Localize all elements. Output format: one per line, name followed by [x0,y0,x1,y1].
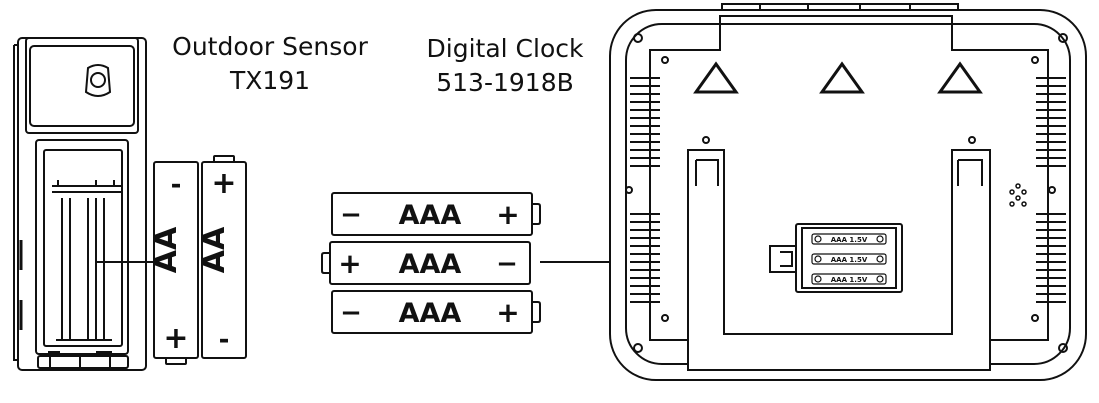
sensor-title: Outdoor Sensor [172,32,368,61]
battery-type-label: AA [149,226,184,273]
screw-icon [625,33,1068,353]
clock-model: 513-1918B [436,68,574,97]
warning-triangle-icon [693,61,739,94]
battery-positive-terminal-label: + [338,247,361,280]
vent-slots-left [630,77,660,303]
outdoor-sensor-device [13,37,154,371]
battery-positive-terminal-label: + [163,321,188,356]
battery-type-label: AAA [399,249,462,280]
battery-negative-terminal-label: − [496,249,518,279]
digital-clock-device: AAA 1.5V AAA 1.5V AAA 1.5V [609,3,1087,381]
speaker-holes-icon [1009,183,1027,207]
warning-triangle-icon [819,61,865,94]
battery-type-label: AA [197,226,232,273]
aaa-battery: − AAA + [331,290,541,334]
hanging-hole-icon [84,64,112,97]
battery-negative-terminal-label: - [171,170,182,200]
battery-negative-terminal-label: - [219,325,230,355]
aaa-battery: − AAA + [331,192,541,236]
battery-positive-terminal-label: + [496,296,519,329]
battery-positive-terminal-label: + [496,198,519,231]
vent-slots-right [1036,77,1066,303]
aa-battery: + AA - [197,155,247,359]
battery-positive-terminal-label: + [211,166,236,201]
compartment-label: AAA 1.5V [831,256,868,264]
clock-stand [687,149,991,371]
sensor-model: TX191 [229,66,311,95]
battery-type-label: AAA [399,200,462,231]
battery-compartment: AAA 1.5V AAA 1.5V AAA 1.5V [769,223,903,293]
aaa-battery: + AAA − [321,241,531,285]
aa-battery: - AA + [149,161,199,365]
battery-negative-terminal-label: − [340,200,362,230]
battery-type-label: AAA [399,298,462,329]
battery-negative-terminal-label: − [340,298,362,328]
clock-title: Digital Clock [426,34,584,63]
compartment-label: AAA 1.5V [831,236,868,244]
warning-triangle-icon [937,61,983,94]
compartment-label: AAA 1.5V [831,276,868,284]
